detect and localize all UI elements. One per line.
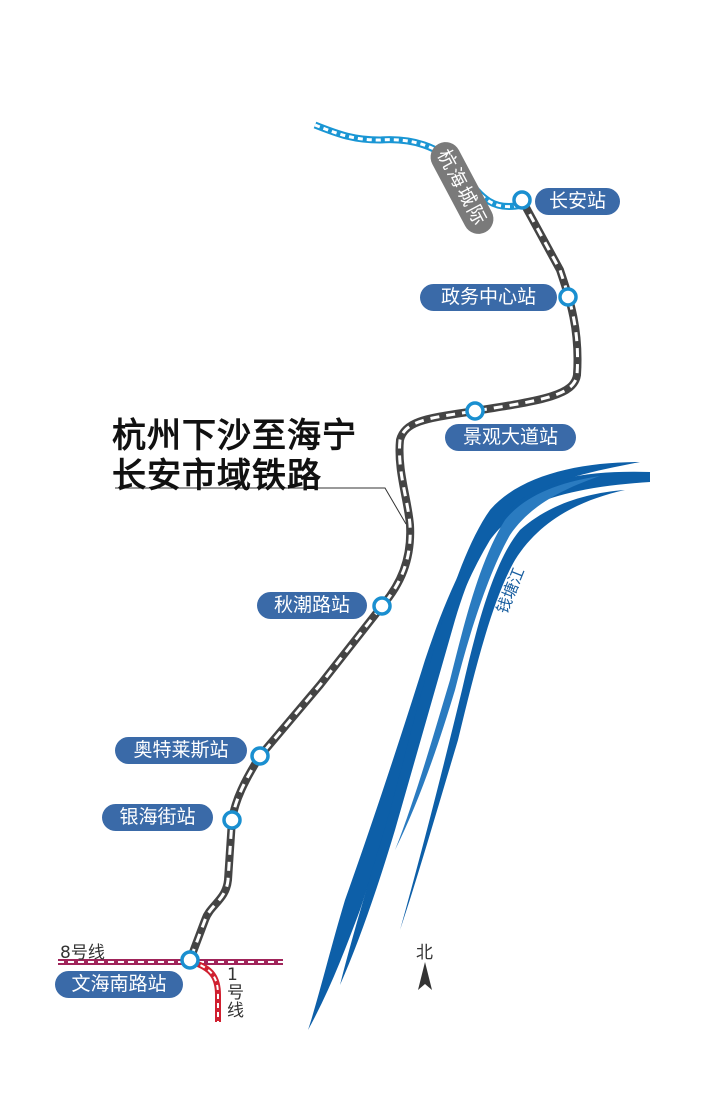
line-1 <box>191 959 221 1022</box>
station-marker-yinhai <box>222 810 242 830</box>
station-marker-changan <box>512 190 532 210</box>
station-label-wenhainan[interactable]: 文海南路站 <box>55 971 183 998</box>
map-title-line1: 杭州下沙至海宁 <box>112 416 357 456</box>
station-marker-zhengwu <box>558 287 578 307</box>
station-label-jingguan[interactable]: 景观大道站 <box>445 424 576 451</box>
station-markers <box>180 190 578 970</box>
station-label-yinhai[interactable]: 银海街站 <box>102 804 213 831</box>
main-route <box>186 198 582 962</box>
qiantang-river <box>308 462 650 1030</box>
line-1-label: 1 号 线 <box>227 966 244 1020</box>
station-label-qiuchao[interactable]: 秋潮路站 <box>257 592 367 619</box>
station-marker-wenhainan <box>180 950 200 970</box>
line-1-char-a: 号 <box>227 983 244 1003</box>
line-1-char-b: 线 <box>227 1001 244 1021</box>
line-8-label: 8号线 <box>60 943 105 963</box>
station-label-zhengwu[interactable]: 政务中心站 <box>420 284 557 311</box>
station-marker-jingguan <box>465 401 485 421</box>
station-marker-qiuchao <box>372 596 392 616</box>
line-1-number: 1 <box>227 965 238 985</box>
title-pointer-line <box>115 487 407 525</box>
station-label-changan[interactable]: 长安站 <box>535 188 620 215</box>
station-label-outlets[interactable]: 奥特莱斯站 <box>115 737 247 764</box>
map-title-line2: 长安市域铁路 <box>112 456 322 496</box>
station-marker-outlets <box>250 746 270 766</box>
hanghai-intercity-line <box>313 121 523 210</box>
compass-north-label: 北 <box>416 943 433 963</box>
north-arrow-icon <box>418 962 432 990</box>
